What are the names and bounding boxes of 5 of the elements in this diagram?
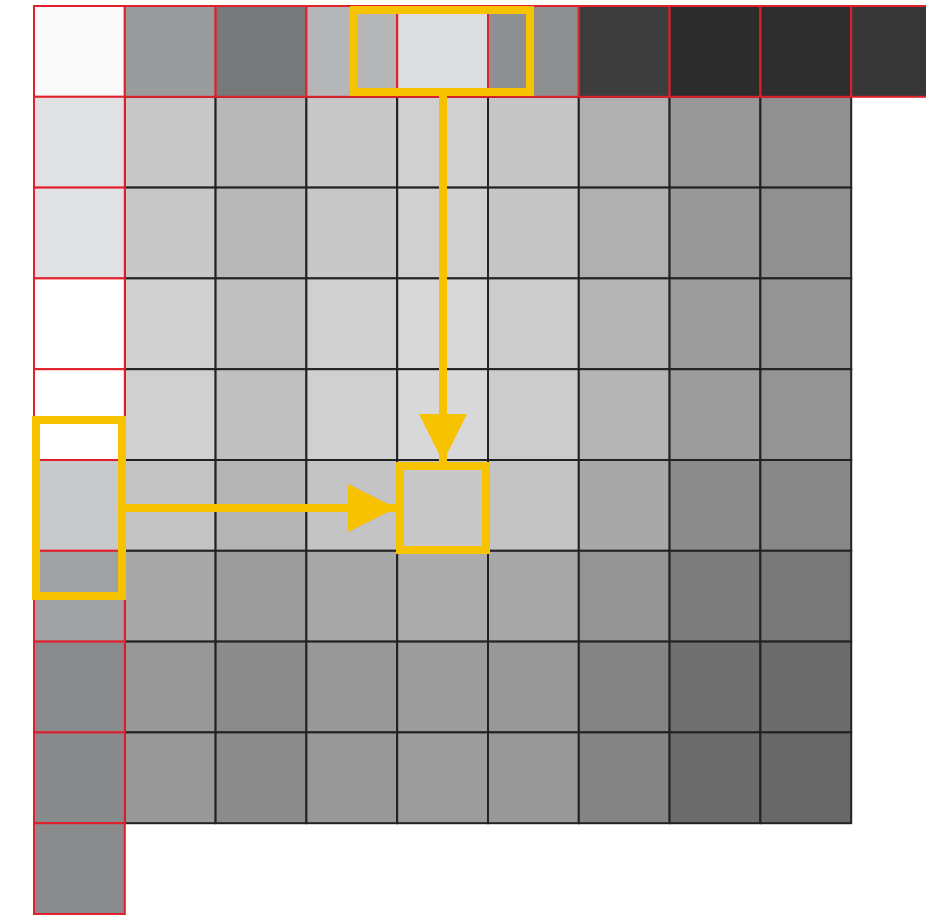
arrow [126, 484, 396, 532]
highlight-frame [32, 416, 126, 600]
highlight-frame [350, 6, 534, 96]
highlight-frame [396, 462, 490, 554]
arrow [419, 96, 467, 462]
